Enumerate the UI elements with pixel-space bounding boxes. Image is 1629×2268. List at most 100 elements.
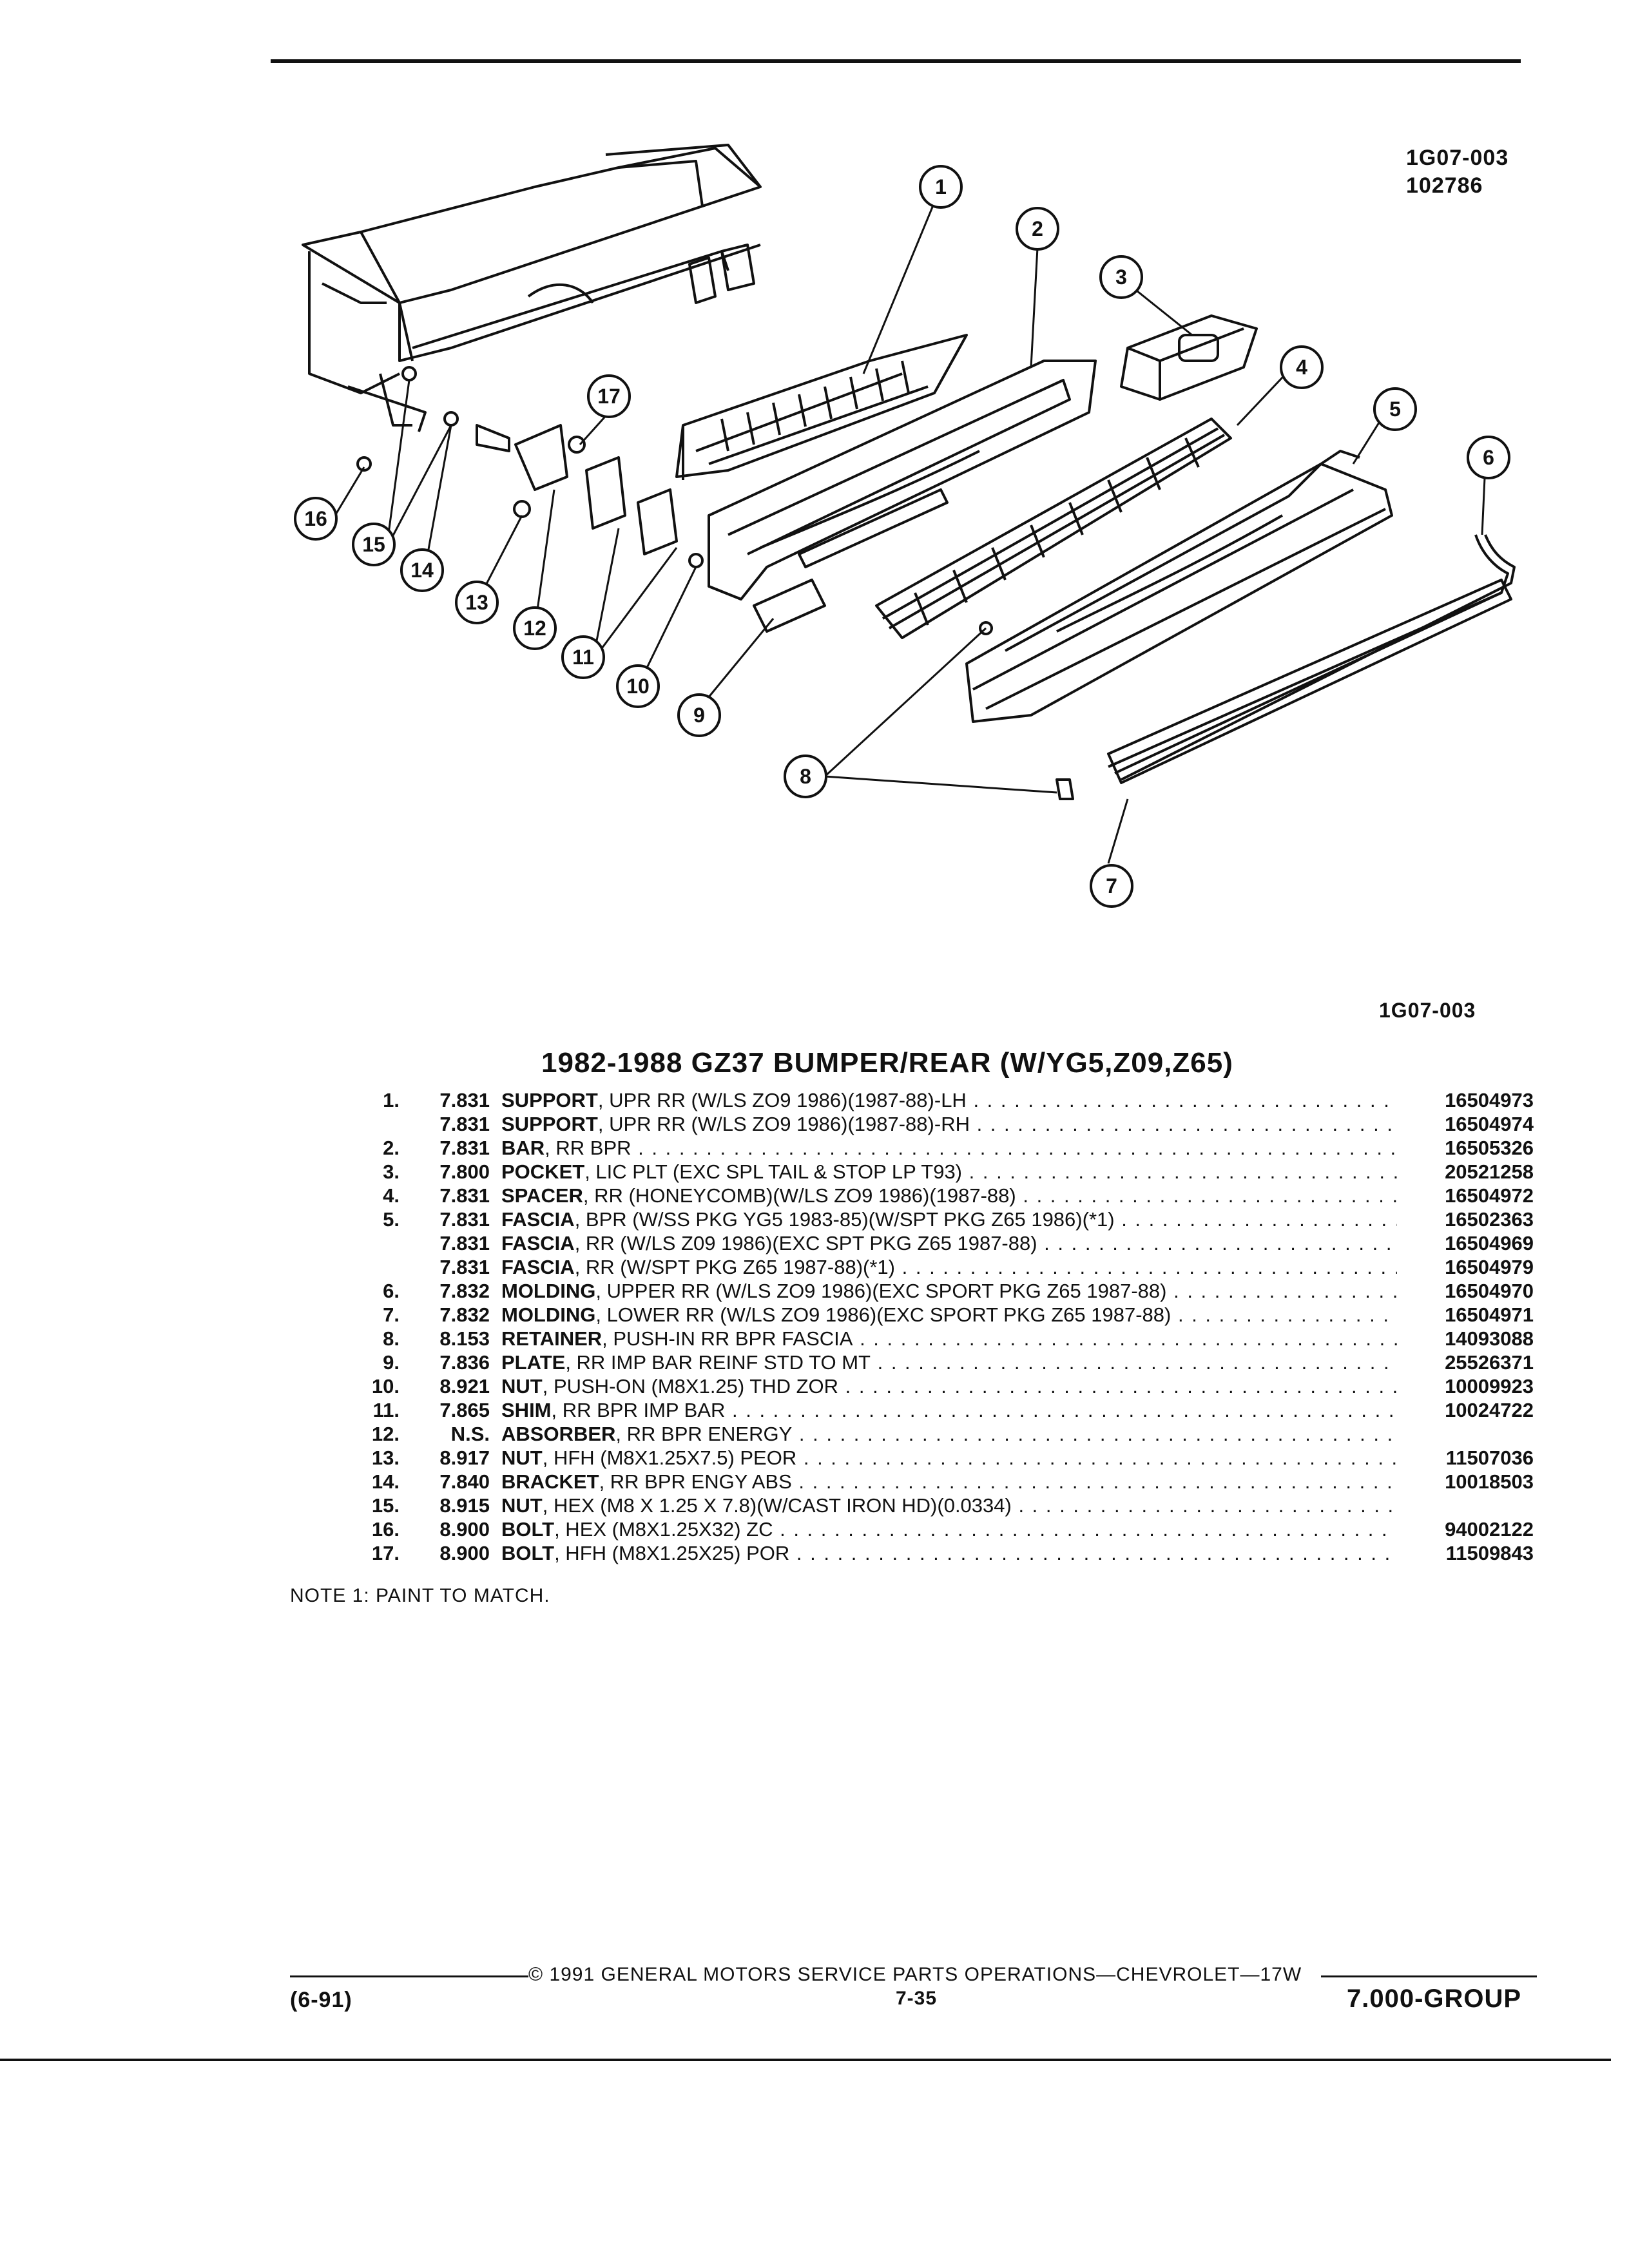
part-description: SHIM, RR BPR IMP BAR [501,1399,1397,1422]
group-number: 7.831 [439,1256,490,1278]
group-number: 8.900 [439,1542,490,1564]
part-description: NUT, PUSH-ON (M8X1.25) THD ZOR [501,1375,1397,1398]
part-number: 11509843 [1405,1542,1534,1565]
group-number: 8.153 [439,1327,490,1350]
callout-label: 15 [362,533,385,556]
part-number: 10018503 [1405,1470,1534,1494]
callout-6 [1467,436,1510,479]
part-fascia [965,450,1393,723]
catalog-title: 1982-1988 GZ37 BUMPER/REAR (W/YG5,Z09,Z6… [541,1047,1233,1079]
parts-row: 7.831 SUPPORT, UPR RR (W/LS ZO9 1986)(198… [271,1113,1534,1136]
part-number: 16504970 [1405,1280,1534,1303]
part-number: 16504972 [1405,1184,1534,1207]
footer-group: 7.000-GROUP [1347,1984,1522,2013]
part-number: 11507036 [1405,1446,1534,1470]
part-description: FASCIA, BPR (W/SS PKG YG5 1983-85)(W/SPT… [501,1208,1397,1231]
group-number: 7.800 [439,1160,490,1183]
parts-row: 12. N.S. ABSORBER, RR BPR ENERGY [271,1423,1534,1446]
part-description: NUT, HEX (M8 X 1.25 X 7.8)(W/CAST IRON H… [501,1494,1397,1517]
group-number: 8.900 [439,1518,490,1541]
parts-row: 7.831 FASCIA, RR (W/LS Z09 1986)(EXC SPT … [271,1232,1534,1255]
group-number: 8.921 [439,1375,490,1398]
callout-12 [513,606,557,650]
part-number: 16505326 [1405,1137,1534,1160]
part-bar-rear-bumper [708,360,1097,601]
group-number: 7.831 [439,1137,490,1159]
callout-label: 10 [626,675,650,698]
callout-7 [1090,864,1133,908]
callout-label: 5 [1389,398,1401,421]
item-number: 9. [383,1351,400,1374]
item-number: 7. [383,1303,400,1326]
part-number: 14093088 [1405,1327,1534,1350]
part-license-pocket [1120,314,1258,401]
callout-2 [1016,207,1059,251]
callout-label: 13 [465,591,488,614]
group-number: 7.831 [439,1113,490,1135]
parts-row: 16. 8.900 BOLT, HEX (M8X1.25X32) ZC 9400212… [271,1518,1534,1541]
parts-row: 3. 7.800 POCKET, LIC PLT (EXC SPL TAIL & S… [271,1160,1534,1184]
callout-5 [1373,387,1417,431]
callout-label: 2 [1032,217,1043,240]
group-number: 7.865 [439,1399,490,1421]
top-rule [271,59,1521,63]
callout-label: 17 [597,385,621,408]
part-support-upper [675,334,968,480]
part-number: 16504971 [1405,1303,1534,1327]
callout-10 [616,664,660,708]
item-number: 2. [383,1137,400,1159]
callout-label: 1 [935,175,947,198]
item-number: 10. [371,1375,400,1398]
part-description: PLATE, RR IMP BAR REINF STD TO MT [501,1351,1397,1374]
callout-numbers: 1 2 3 4 5 6 7 8 9 10 11 12 13 14 15 16 1… [304,175,1494,898]
footer-page-number: 7-35 [896,1988,938,2009]
callout-9 [677,693,721,737]
callout-bubbles [294,165,1510,908]
group-number: 7.831 [439,1232,490,1254]
callout-14 [400,548,444,592]
item-number: 12. [371,1423,400,1445]
bottom-rule [0,2059,1611,2061]
part-description: ABSORBER, RR BPR ENERGY [501,1423,1397,1446]
group-number: 7.836 [439,1351,490,1374]
group-number: N.S. [450,1423,490,1445]
item-number: 11. [372,1399,400,1421]
callout-4 [1280,345,1324,389]
part-description: RETAINER, PUSH-IN RR BPR FASCIA [501,1327,1397,1350]
part-description: POCKET, LIC PLT (EXC SPL TAIL & STOP LP … [501,1160,1397,1184]
part-description: FASCIA, RR (W/LS Z09 1986)(EXC SPT PKG Z… [501,1232,1397,1255]
callout-3 [1099,255,1143,299]
callout-leader-lines [334,186,1487,864]
part-molding-upper [1114,534,1516,781]
callout-label: 12 [523,617,546,640]
illustration-id: 1G07-003 [1406,146,1509,170]
part-description: NUT, HFH (M8X1.25X7.5) PEOR [501,1446,1397,1470]
group-number: 7.831 [439,1184,490,1207]
exploded-parts-diagram: 1 2 3 4 5 6 7 8 9 10 11 12 13 14 15 16 1… [294,144,1516,908]
callout-label: 9 [693,704,705,727]
item-number: 16. [371,1518,400,1541]
callout-label: 6 [1483,446,1494,469]
item-number: 17. [371,1542,400,1564]
callout-label: 11 [572,646,594,669]
part-description: MOLDING, LOWER RR (W/LS ZO9 1986)(EXC SP… [501,1303,1397,1327]
part-number: 94002122 [1405,1518,1534,1541]
part-description: BOLT, HEX (M8X1.25X32) ZC [501,1518,1397,1541]
vehicle-body-illustration [302,144,762,432]
callout-11 [561,635,605,679]
callout-13 [455,581,499,624]
callout-label: 14 [410,559,434,582]
callout-17 [587,374,631,418]
part-number: 10009923 [1405,1375,1534,1398]
item-number: 4. [383,1184,400,1207]
item-number: 3. [383,1160,400,1183]
footer-date: (6-91) [290,1988,352,2012]
part-description: SUPPORT, UPR RR (W/LS ZO9 1986)(1987-88)… [501,1113,1397,1136]
